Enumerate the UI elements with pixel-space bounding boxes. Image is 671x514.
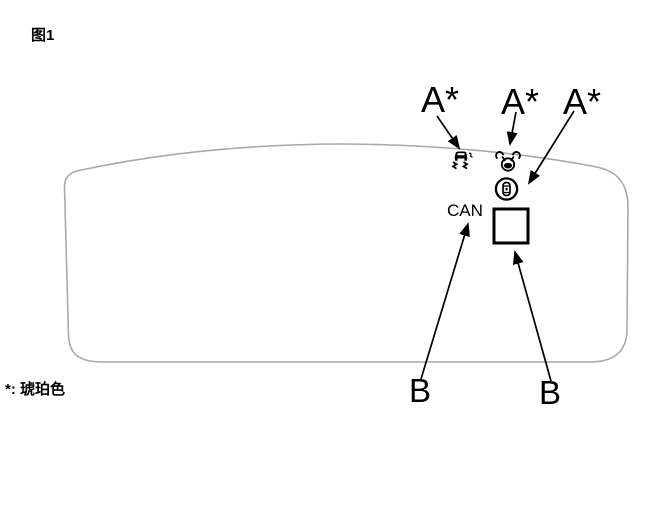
callout-label-a2: A* (501, 81, 540, 122)
callout-arrow-b2 (512, 250, 552, 382)
tire-pressure-warning-icon (494, 177, 519, 201)
callout-label-a1: A* (421, 79, 460, 120)
callout-arrow-a2 (506, 111, 518, 146)
can-label: CAN (447, 201, 483, 220)
figure-title: 图1 (31, 27, 55, 44)
callout-arrow-a3 (527, 110, 575, 185)
instrument-cluster-outline (63, 143, 629, 363)
callout-arrow-a1 (436, 115, 461, 150)
callout-label-b1: B (409, 372, 432, 409)
amber-color-footnote: *: 琥珀色 (5, 381, 66, 398)
callout-arrow-b1 (420, 222, 470, 380)
callout-label-b2: B (539, 374, 562, 411)
indicator-square (492, 207, 530, 245)
power-steering-warning-icon (495, 151, 521, 172)
callout-label-a3: A* (563, 81, 602, 122)
vsa-warning-icon (451, 151, 473, 170)
